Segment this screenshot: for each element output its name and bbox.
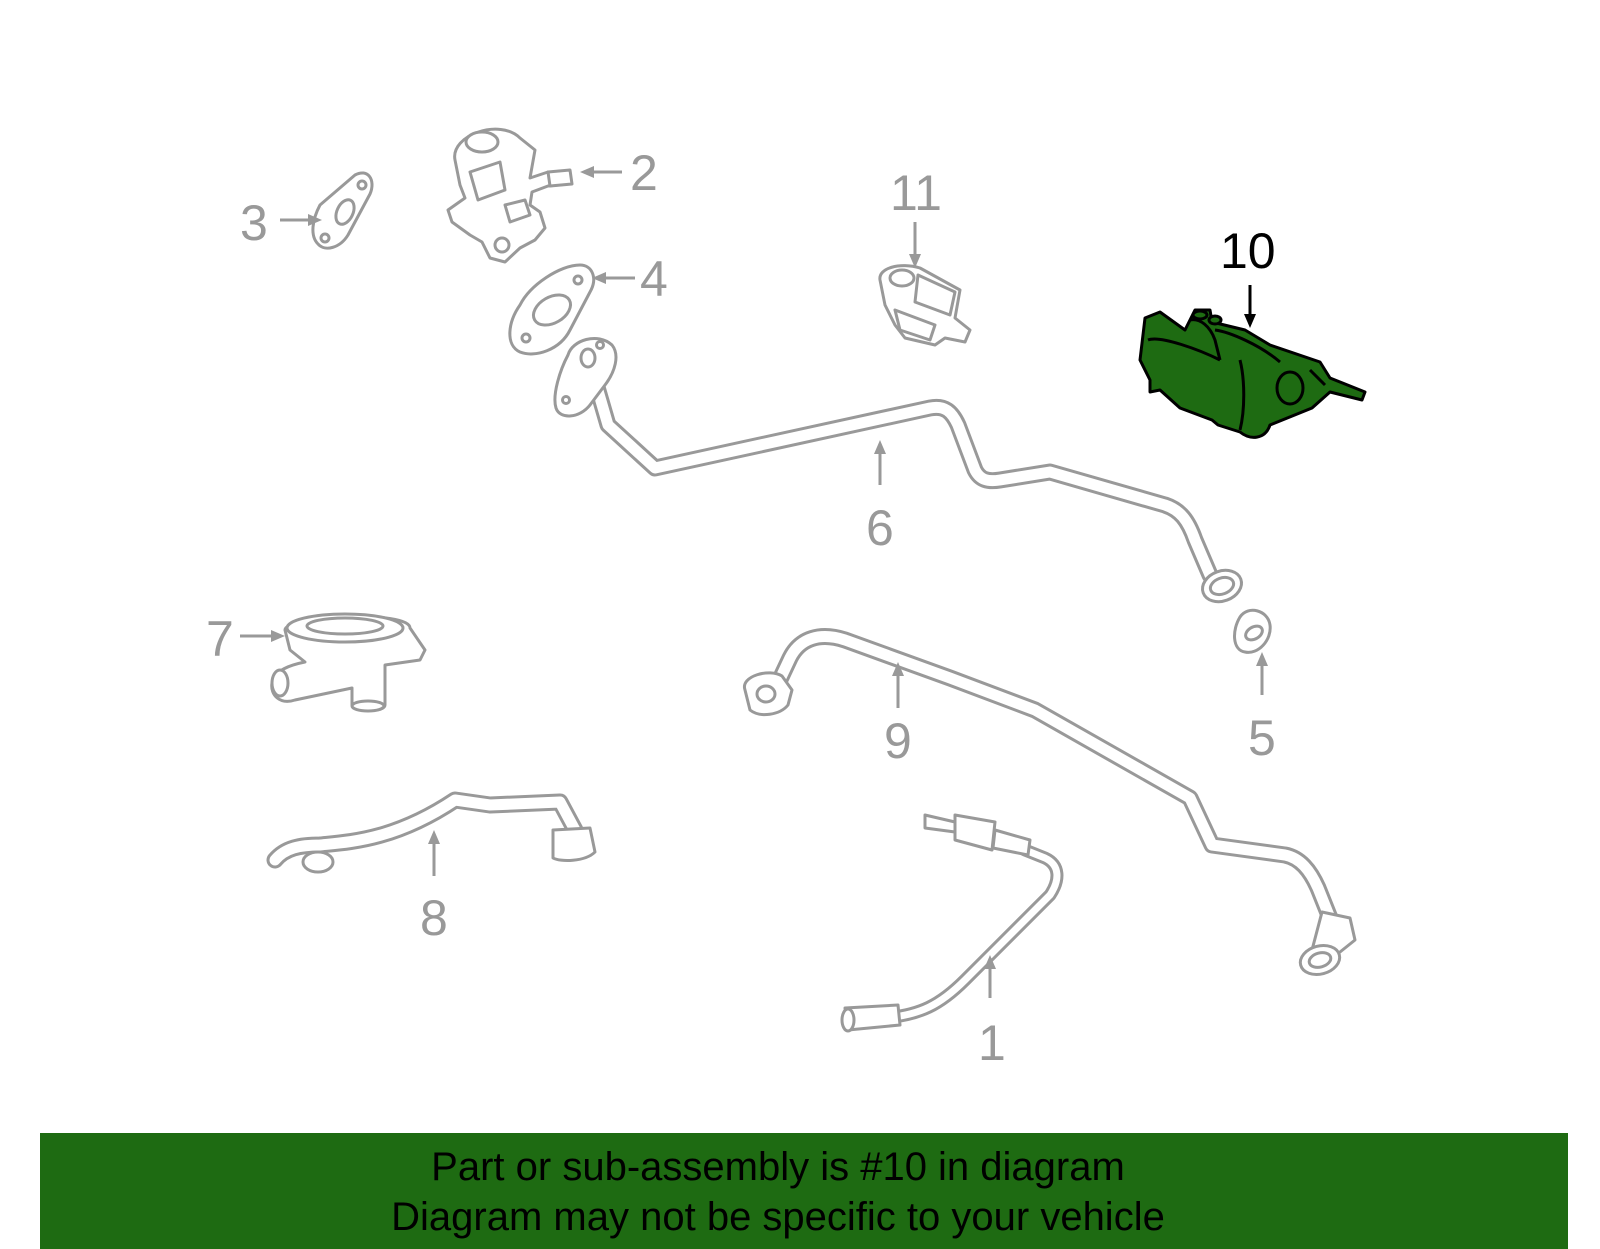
part-11-solenoid[interactable] xyxy=(878,264,972,347)
callout-10: 10 xyxy=(1220,223,1276,279)
callout-8: 8 xyxy=(420,890,448,946)
part-9-pipe[interactable] xyxy=(743,628,1357,979)
part-7-valve[interactable] xyxy=(270,612,427,713)
part-5-gasket[interactable] xyxy=(1233,608,1272,654)
info-banner: Part or sub-assembly is #10 in diagram D… xyxy=(40,1133,1568,1249)
callout-11: 11 xyxy=(890,165,942,221)
part-4-gasket[interactable] xyxy=(508,263,596,356)
callout-1: 1 xyxy=(978,1015,1006,1071)
callout-arrows xyxy=(240,166,1268,998)
callout-6: 6 xyxy=(866,500,894,556)
banner-line-part-info: Part or sub-assembly is #10 in diagram xyxy=(431,1145,1125,1189)
callout-4: 4 xyxy=(640,251,668,307)
part-2-valve[interactable] xyxy=(446,127,574,264)
callout-5: 5 xyxy=(1248,710,1276,766)
part-8-pipe[interactable] xyxy=(266,791,597,874)
part-10-canister-highlighted[interactable] xyxy=(1138,308,1367,439)
part-6-pipe[interactable] xyxy=(553,336,1246,606)
callout-9: 9 xyxy=(884,713,912,769)
callout-7: 7 xyxy=(206,611,234,667)
callout-3: 3 xyxy=(240,195,268,251)
callout-2: 2 xyxy=(630,145,658,201)
banner-line-disclaimer: Diagram may not be specific to your vehi… xyxy=(391,1195,1165,1239)
part-3-gasket[interactable] xyxy=(311,171,374,250)
part-1-sensor[interactable] xyxy=(840,813,1064,1033)
